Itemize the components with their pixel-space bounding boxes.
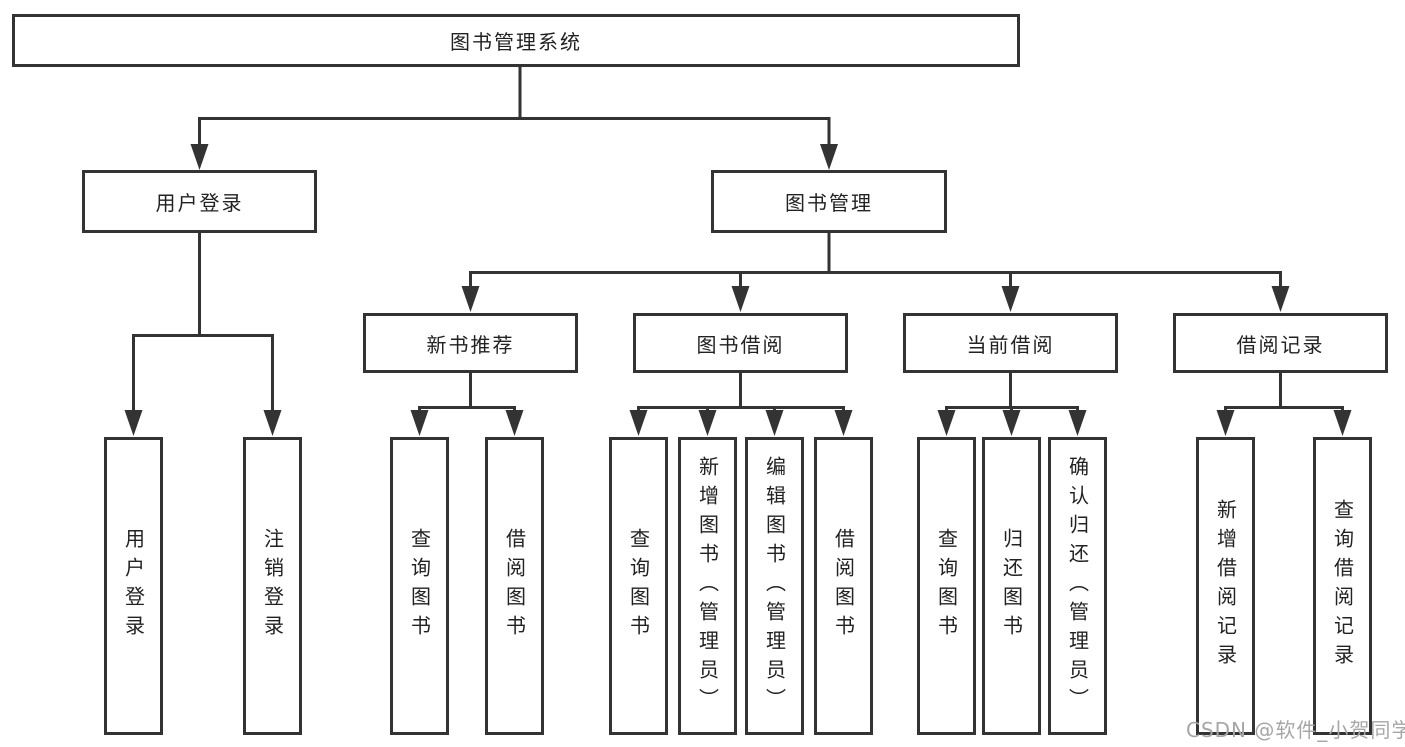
leaf-logout-login-label: 注销登录 bbox=[260, 528, 285, 644]
arrowhead-icon bbox=[190, 144, 209, 170]
arrowhead-icon bbox=[1002, 410, 1021, 436]
leaf-nb-borrow-book: 借阅图书 bbox=[485, 437, 544, 735]
leaf-bb-edit-book-admin-label: 编辑图书（管理员） bbox=[762, 455, 787, 717]
arrowhead-icon bbox=[1068, 410, 1087, 436]
arrowhead-icon bbox=[1216, 410, 1235, 436]
leaf-bb-borrow-book-label: 借阅图书 bbox=[831, 528, 856, 644]
node-book-borrow: 图书借阅 bbox=[633, 313, 848, 373]
arrowhead-icon bbox=[505, 410, 524, 436]
arrowhead-icon bbox=[698, 410, 717, 436]
arrowhead-group bbox=[124, 144, 1352, 436]
leaf-bb-add-book-admin: 新增图书（管理员） bbox=[678, 437, 737, 735]
node-current-borrow: 当前借阅 bbox=[903, 313, 1118, 373]
leaf-br-add-record: 新增借阅记录 bbox=[1196, 437, 1255, 735]
node-borrow-records: 借阅记录 bbox=[1173, 313, 1388, 373]
leaf-user-login: 用户登录 bbox=[104, 437, 163, 735]
leaf-nb-search-book-label: 查询图书 bbox=[407, 528, 432, 644]
arrowhead-icon bbox=[461, 286, 480, 312]
node-book-borrow-label: 图书借阅 bbox=[696, 332, 785, 357]
leaf-user-login-label: 用户登录 bbox=[121, 528, 146, 644]
arrowhead-icon bbox=[820, 144, 838, 170]
leaf-nb-search-book: 查询图书 bbox=[390, 437, 449, 735]
leaf-cb-confirm-return-admin-label: 确认归还（管理员） bbox=[1065, 455, 1090, 717]
arrowhead-icon bbox=[937, 410, 956, 436]
node-user-login-label: 用户登录 bbox=[155, 191, 244, 215]
node-borrow-records-label: 借阅记录 bbox=[1236, 332, 1325, 357]
arrowhead-icon bbox=[263, 410, 282, 436]
leaf-cb-return-book-label: 归还图书 bbox=[999, 528, 1024, 644]
node-new-book-recommend-label: 新书推荐 bbox=[426, 332, 515, 357]
leaf-cb-return-book: 归还图书 bbox=[982, 437, 1041, 735]
arrowhead-icon bbox=[731, 286, 750, 312]
arrowhead-icon bbox=[410, 410, 429, 436]
leaf-br-search-record: 查询借阅记录 bbox=[1313, 437, 1372, 735]
leaf-nb-borrow-book-label: 借阅图书 bbox=[502, 528, 527, 644]
leaf-bb-borrow-book: 借阅图书 bbox=[814, 437, 873, 735]
leaf-bb-add-book-admin-label: 新增图书（管理员） bbox=[695, 455, 720, 717]
node-root-label: 图书管理系统 bbox=[450, 30, 582, 54]
node-book-management-label: 图书管理 bbox=[785, 191, 873, 215]
leaf-bb-search-book-label: 查询图书 bbox=[626, 528, 651, 644]
arrowhead-icon bbox=[124, 410, 143, 436]
leaf-cb-search-book-label: 查询图书 bbox=[934, 528, 959, 644]
watermark: CSDN @软件_小贺同学 bbox=[1186, 718, 1405, 742]
arrowhead-icon bbox=[1271, 286, 1290, 312]
arrowhead-icon bbox=[1333, 410, 1352, 436]
leaf-logout-login: 注销登录 bbox=[243, 437, 302, 735]
arrowhead-icon bbox=[834, 410, 853, 436]
leaf-br-add-record-label: 新增借阅记录 bbox=[1213, 499, 1238, 673]
arrowhead-icon bbox=[629, 410, 648, 436]
node-user-login: 用户登录 bbox=[82, 170, 317, 233]
leaf-bb-edit-book-admin: 编辑图书（管理员） bbox=[745, 437, 804, 735]
node-current-borrow-label: 当前借阅 bbox=[966, 332, 1055, 357]
node-book-management: 图书管理 bbox=[711, 170, 947, 233]
arrowhead-icon bbox=[765, 410, 784, 436]
node-root: 图书管理系统 bbox=[12, 14, 1020, 67]
arrowhead-icon bbox=[1001, 286, 1020, 312]
leaf-br-search-record-label: 查询借阅记录 bbox=[1330, 499, 1355, 673]
node-new-book-recommend: 新书推荐 bbox=[363, 313, 578, 373]
leaf-cb-search-book: 查询图书 bbox=[917, 437, 976, 735]
leaf-cb-confirm-return-admin: 确认归还（管理员） bbox=[1048, 437, 1107, 735]
leaf-bb-search-book: 查询图书 bbox=[609, 437, 668, 735]
